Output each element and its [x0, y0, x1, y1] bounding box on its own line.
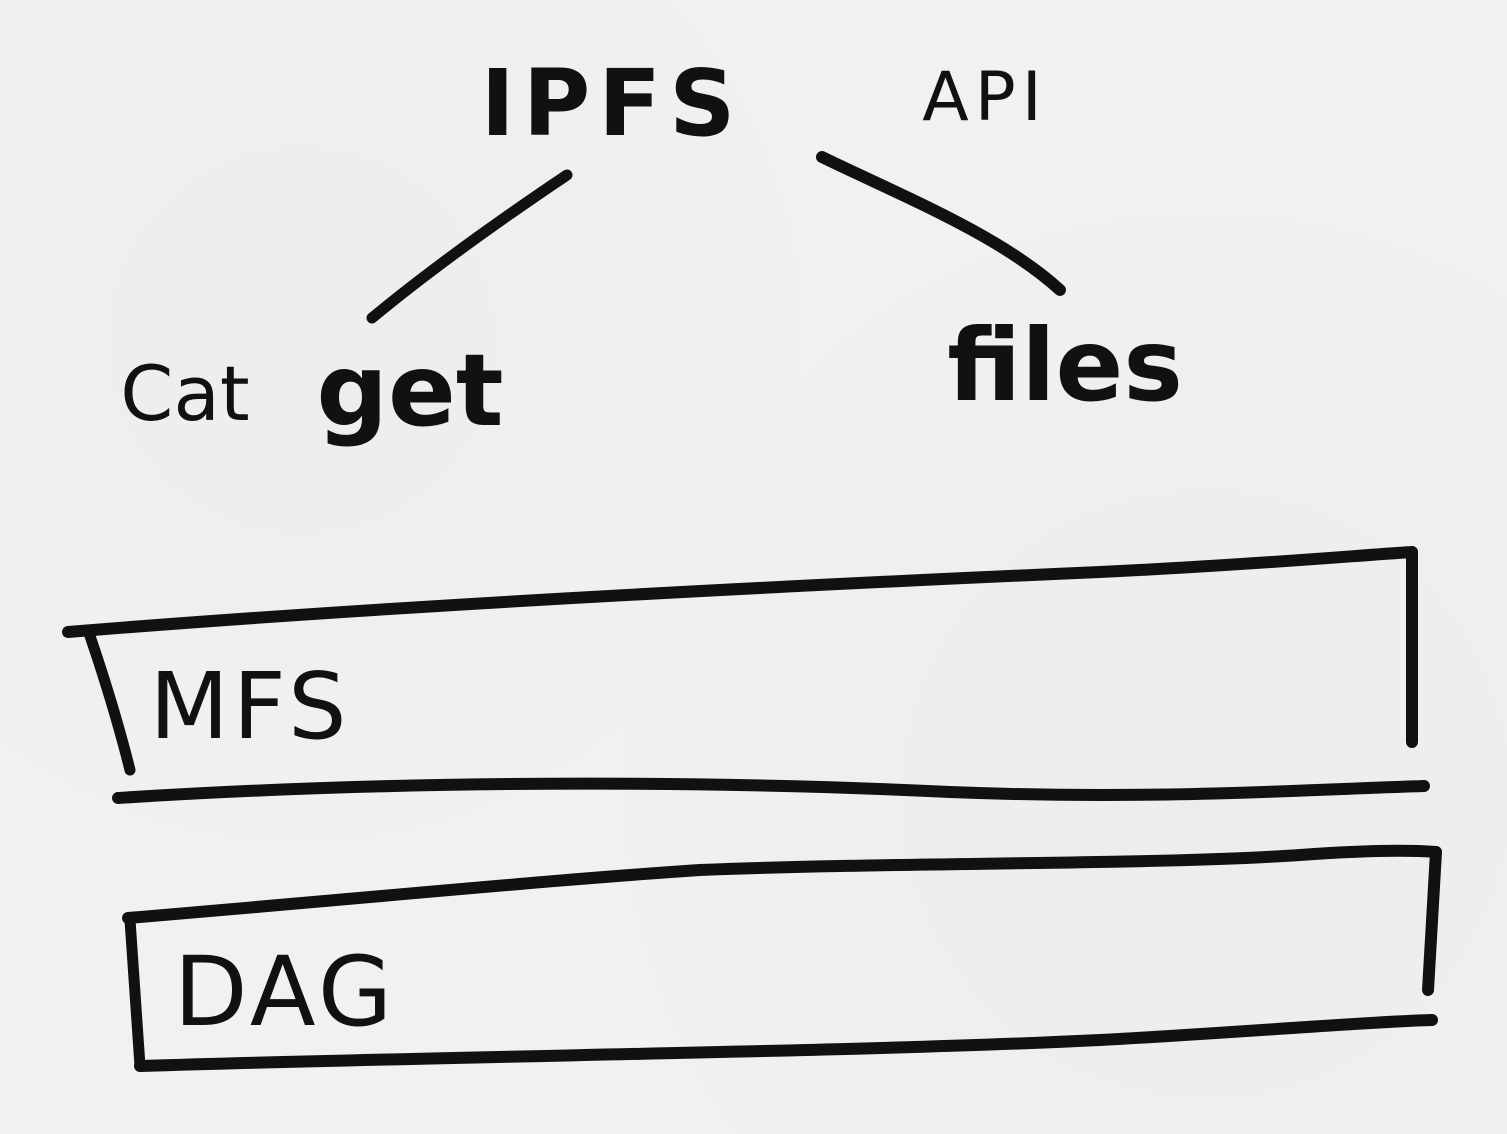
title-api: API	[922, 58, 1048, 137]
layer-mfs-top-edge	[62, 546, 1418, 638]
layer-dag-top-edge	[122, 844, 1442, 924]
layer-dag: DAG	[122, 844, 1442, 1072]
branch-line-left	[366, 169, 573, 324]
layer-dag-right-edge	[1422, 846, 1442, 996]
command-get: get	[316, 332, 503, 449]
layer-dag-left-edge	[124, 914, 146, 1072]
branch-line-right	[816, 151, 1066, 296]
layer-mfs-left-edge	[84, 630, 136, 776]
layer-dag-bottom-edge	[134, 1014, 1438, 1072]
layer-mfs: MFS	[62, 546, 1430, 804]
layer-mfs-label: MFS	[149, 653, 350, 760]
command-cat: Cat	[120, 349, 249, 438]
layer-dag-label: DAG	[174, 936, 397, 1048]
layer-mfs-bottom-edge	[112, 777, 1430, 804]
title-ipfs: IPFS	[481, 50, 744, 157]
command-files: files	[947, 307, 1183, 424]
